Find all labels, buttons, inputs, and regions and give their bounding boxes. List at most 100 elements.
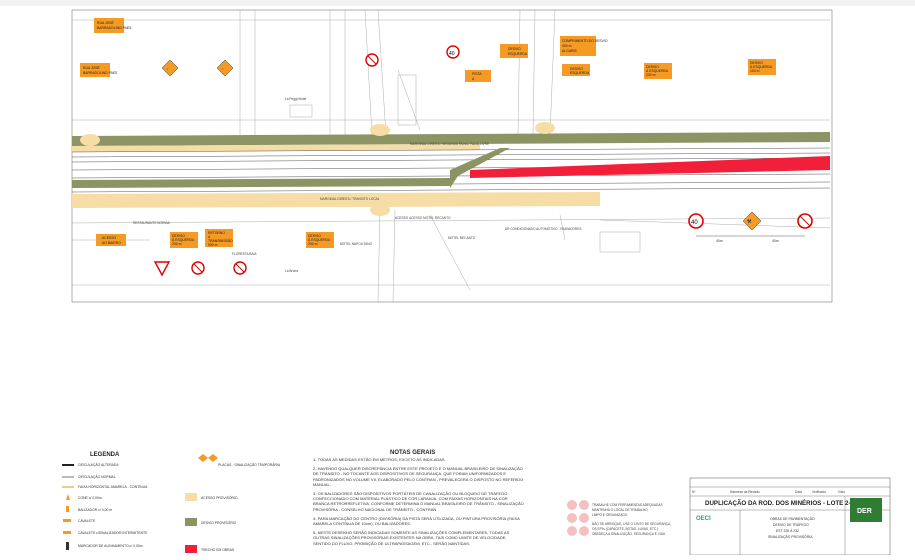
drawing-line-1: OBRAS DE PAVIMENTAÇÃO — [770, 516, 815, 521]
top-sign-7-text: DESVIO — [750, 61, 763, 65]
legend-item-1: CIRCULAÇÃO ALTERADA — [62, 462, 119, 467]
legend-fill-text-4: TRECHO EM OBRAS — [201, 548, 235, 552]
bottom-sign-3-text4: 500 m — [208, 243, 218, 247]
no-overtaking-sign — [797, 213, 813, 229]
bottom-sign-4-text2: À ESQUERDA — [308, 238, 331, 242]
note-3: 3- OS BALIZADORES SÃO DISPOSITIVOS PORTÁ… — [313, 491, 524, 512]
detour-band-top — [72, 132, 830, 146]
road-note-top: MARGINAL DIREITA / SEGUNDA FAIXA / FAIXA… — [410, 142, 489, 146]
legend-text-7: CAVALETE c/SINALIZADOR INTERMITENTE — [78, 531, 148, 535]
access-band-bottom — [72, 192, 600, 208]
top-sign-8: PISTA A — [465, 70, 491, 82]
top-sign-8-text2: A — [472, 77, 475, 81]
rev-header-verified: Verificado — [812, 490, 826, 494]
top-sign-5-text2: ESQUERDA — [570, 71, 590, 75]
access-island-2 — [535, 122, 555, 134]
bottom-sign-1: ACESSO AO BAIRRO — [96, 234, 126, 246]
warning-diamond-1: ↑ — [161, 59, 179, 77]
distance-label-1: 40m — [716, 239, 723, 243]
place-label-6: FLORESTA BAIA — [232, 252, 257, 256]
legend-item-4: CONE c/ 0,00m — [66, 494, 102, 500]
top-margin — [0, 0, 915, 6]
top-sign-1-text: RUA JOSÉ — [97, 20, 115, 25]
safety-line-5: OS EPI's (CAPACETE, BOTAS, LUVAS, ETC.) — [592, 527, 658, 531]
speed-limit-sign-right: 40 — [688, 213, 704, 229]
place-label-1: La Peggi Motel — [285, 97, 307, 101]
project-title: DUPLICAÇÃO DA ROD. DOS MINÉRIOS - LOTE 2… — [705, 499, 859, 507]
safety-line-2: MANTENHA O LOCAL DE TRABALHO — [592, 508, 648, 512]
top-sign-4-text3: ALGARIS — [562, 49, 577, 53]
speed-limit-sign-top: 40 — [446, 45, 460, 59]
bottom-sign-4-text3: 200 m — [308, 242, 318, 246]
top-sign-6: DESVIO À ESQUERDA 200 m — [644, 63, 672, 79]
distance-label-2: 40m — [772, 239, 779, 243]
note-4: 4- PARA MARCAÇÃO DO CENTRO (DIVISÓRIA) D… — [313, 515, 520, 527]
no-left-turn-sign — [191, 261, 205, 275]
top-sign-3-text: DESVIO — [508, 47, 521, 51]
top-sign-2-text: RUA JOSÉ — [83, 65, 101, 70]
bottom-sign-3-text: RETORNO — [208, 231, 225, 235]
legend-text-6: CAVALETE — [78, 519, 96, 523]
legend-fill-text-3: DESVIO PROVISÓRIO — [201, 520, 237, 525]
legend-fill-signs: PLACAS - SINALIZAÇÃO TEMPORÁRIA — [198, 454, 281, 467]
place-label-4: AR CONDICIONADO AUTOMOTIVO - RADIADORES — [505, 227, 581, 231]
top-sign-3-text2: ESQUERDA — [508, 52, 528, 56]
legend-item-7: CAVALETE c/SINALIZADOR INTERMITENTE — [63, 531, 148, 535]
access-island-4 — [370, 204, 390, 216]
legend-item-5: BALIZADOR c/ 0,00 m — [66, 506, 112, 512]
legend-text-1: CIRCULAÇÃO ALTERADA — [78, 462, 119, 467]
note-5: 5- NESTE DESENHO SERÃO INDICADAS SOMENTE… — [313, 530, 510, 546]
top-sign-8-text: PISTA — [472, 72, 482, 76]
bottom-sign-3-text3: TRANSMISSÃO — [208, 238, 233, 243]
detour-band-bottom — [72, 178, 450, 188]
safety-line-1: TRABALHE COM FERRAMENTAS ADEQUADAS — [592, 503, 663, 507]
safety-line-3: LIMPO E ORGANIZADO — [592, 513, 628, 517]
top-sign-7-text2: À ESQUERDA — [750, 65, 773, 69]
notes-title: NOTAS GERAIS — [390, 450, 435, 456]
speed-limit-right-text: 40 — [691, 220, 698, 226]
bottom-sign-4: DESVIO À ESQUERDA 200 m — [306, 232, 334, 248]
legend-item-8: MARCADOR DE ALINHAMENTO c/ 0,00m — [66, 542, 143, 550]
drawing-line-4: SINALIZAÇÃO PROVISÓRIA — [768, 534, 813, 539]
access-band-top — [72, 144, 480, 152]
top-sign-5-text: DESVIO — [570, 67, 583, 71]
warning-diamond-1-glyph: ↑ — [167, 67, 169, 71]
legend-fill-access: ACESSO PROVISÓRIO — [185, 493, 238, 501]
top-sign-2-text2: BARRADOLINO PAES — [83, 71, 118, 75]
drawing-line-3: EST 226 À 232 — [776, 529, 799, 533]
bottom-sign-3: RETORNO A TRANSMISSÃO 500 m — [205, 229, 233, 247]
bottom-sign-2-text: DESVIO — [172, 234, 185, 238]
safety-line-4: NÃO SE ARRISQUE, USE O CINTO DE SEGURANÇ… — [592, 521, 671, 526]
top-sign-3: DESVIO ESQUERDA — [500, 44, 528, 58]
works-ahead-sign: ⚒ — [742, 211, 762, 231]
no-entry-sign — [365, 53, 379, 67]
plan-frame — [71, 9, 833, 303]
rev-header-visto: Visto — [838, 490, 845, 494]
access-island-1 — [370, 124, 390, 136]
place-label-7: MOTEL NAPOLITANO — [340, 242, 373, 246]
rev-header-nature: Natureza da Revisão — [730, 490, 760, 494]
bottom-sign-2-text3: 200 m — [172, 242, 182, 246]
place-label-8: La Bruna — [285, 269, 298, 273]
rev-header-date: Data — [795, 490, 802, 494]
place-label-5: MOTEL RECANTO — [448, 236, 476, 240]
safety-icons — [567, 500, 589, 536]
access-island-3 — [80, 134, 100, 146]
der-logo-text: DER — [857, 508, 872, 515]
speed-limit-top-text: 40 — [449, 51, 455, 57]
warning-diamond-2: ↑ — [216, 59, 234, 77]
bottom-sign-2: DESVIO À ESQUERDA 200 m — [170, 232, 198, 248]
cadastral-lines — [71, 9, 831, 303]
top-sign-4-text2: 400 m — [562, 44, 572, 48]
legend-text-8: MARCADOR DE ALINHAMENTO c/ 0,00m — [78, 544, 143, 548]
title-block: Nº Natureza da Revisão Data Verificado V… — [689, 477, 891, 556]
legend-text-4: CONE c/ 0,00m — [78, 496, 102, 500]
legend-fill-detour: DESVIO PROVISÓRIO — [185, 518, 237, 526]
legend-fill-works: TRECHO EM OBRAS — [185, 545, 235, 553]
top-sign-7: DESVIO À ESQUERDA 100 m — [748, 59, 776, 75]
top-sign-5: DESVIO ESQUERDA — [562, 64, 590, 76]
legend-item-3: FAIXA HORIZONTAL AMARELA - CONTÍNUA — [62, 485, 148, 489]
top-sign-4-text: COMPRIMENTO DO DESVIO — [562, 39, 608, 43]
bottom-sign-1-text: ACESSO — [102, 236, 116, 240]
